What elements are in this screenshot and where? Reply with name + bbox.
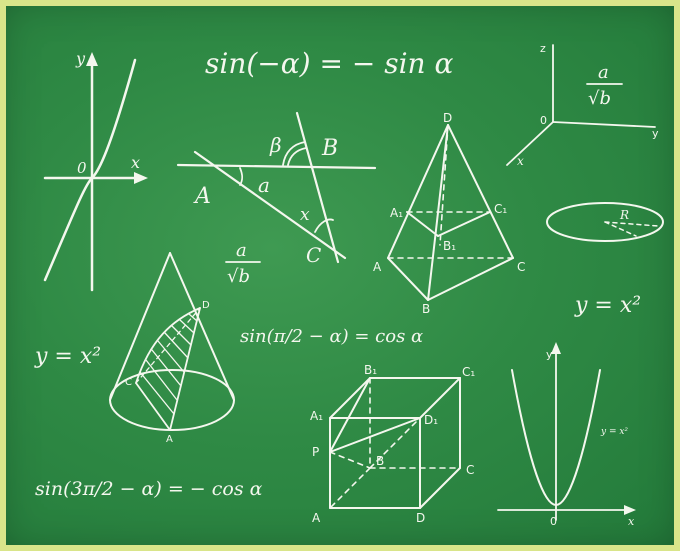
cube-A1-label: A₁ [310,409,323,423]
axes-x-label: x [517,154,524,168]
angle-A-label: A [193,184,211,209]
angle-x-label: x [300,205,310,225]
cube-D-label: D [416,511,425,525]
pyramid-B-label: B [422,302,430,316]
x-arrow-icon [134,172,148,184]
ellipse-R-label: R [619,208,629,222]
par-x-arrow-icon [624,505,636,515]
parabola-graph: y 0 x y = x² [497,342,636,528]
formula-sin-3pi-over-2: sin(3π/2 − α) = − cos α [35,478,263,500]
cubic-y-label: y [75,49,86,68]
angle-figure: A B C a β x [176,111,377,267]
fraction-mid-numerator: a [236,240,247,261]
cone-figure: D C A [109,252,235,445]
par-y-arrow-icon [551,342,561,354]
pyramid-C1-label: C₁ [494,202,507,216]
fraction-top-denominator: √b [588,88,611,109]
cone-D-label: D [202,300,210,311]
axes-3d: z y x 0 [506,42,659,168]
pyramid-D-label: D [443,111,452,125]
cubic-graph: y x 0 [43,49,148,292]
angle-C-label: C [306,243,321,267]
angle-alpha-label: a [258,173,270,197]
axes-y-label: y [652,127,659,140]
y-arrow-icon [86,52,98,66]
fraction-middle: a √b [225,240,261,287]
formula-sin-pi-over-2: sin(π/2 − α) = cos α [240,326,423,347]
fraction-top-right: a √b [586,62,623,109]
cube-C-label: C [466,463,474,477]
cone-C-label: C [125,377,132,388]
cube-P-label: P [312,445,319,459]
pyramid-A-label: A [373,260,382,274]
cubic-x-label: x [131,153,140,172]
pyramid-A1-label: A₁ [390,206,403,220]
parabola-formula-label: y = x² [600,427,628,437]
cube-D1-label: D₁ [424,413,438,427]
axes-z-label: z [540,42,546,55]
ellipse-figure: R [546,202,664,242]
formula-sin-negative: sin(−α) = − sin α [205,47,453,80]
parabola-x-label: x [628,515,635,528]
angle-beta-label: β [269,133,282,157]
parabola-origin-label: 0 [550,515,557,528]
fraction-top-numerator: a [598,62,609,83]
angle-B-label: B [321,136,338,161]
cube-B-label: B [376,454,384,468]
cube-A-label: A [312,511,321,525]
parabola-y-label: y [546,348,553,361]
formula-y-x2-left: y = x² [34,344,101,369]
cubic-origin-label: 0 [77,159,87,177]
formula-y-x2-right: y = x² [574,293,641,318]
cube-C1-label: C₁ [462,365,475,379]
fraction-mid-denominator: √b [227,266,250,287]
pyramid-B1-label: B₁ [443,239,456,253]
axes-origin-label: 0 [540,114,547,127]
cone-A-label: A [166,434,173,445]
pyramid-figure: D A₁ C₁ B₁ A C B [373,111,525,316]
cube-B1-label: B₁ [364,363,377,377]
pyramid-C-label: C [517,260,525,274]
cube-figure: B₁ C₁ A₁ D₁ P B C A D [310,363,475,525]
